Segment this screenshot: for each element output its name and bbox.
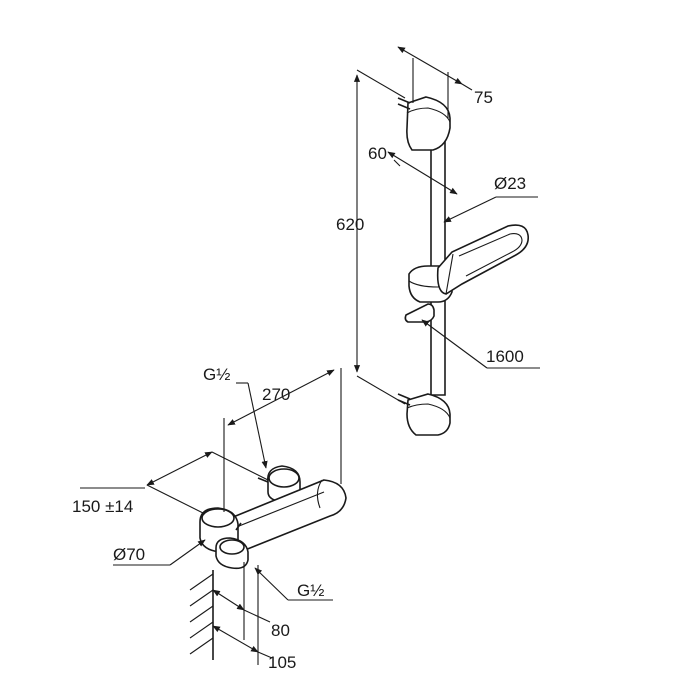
rail-dimensions: 75 60 Ø23 620 1600 (336, 46, 540, 405)
dim-270-line (227, 369, 335, 426)
dim-g12-top-label: G½ (203, 365, 230, 384)
dim-80-line (212, 589, 245, 611)
rail-top-screw (397, 97, 411, 104)
dim-75-label: 75 (474, 88, 493, 107)
dim-75-line (397, 46, 463, 85)
dim-d23-label: Ø23 (494, 174, 526, 193)
dim-g12-bottom-label: G½ (297, 581, 324, 600)
hand-shower (436, 224, 530, 295)
rail-bottom-bracket (406, 393, 451, 436)
dim-g12-bottom-leader (254, 567, 289, 601)
dim-105-label: 105 (268, 653, 296, 672)
dim-d70-label: Ø70 (113, 545, 145, 564)
outlet-nut (235, 522, 242, 531)
hand-shower-face (458, 233, 523, 277)
shower-rail (397, 96, 530, 436)
thermostat-mixer (199, 465, 347, 570)
rail-bottom-bracket-edge (406, 403, 451, 419)
escutcheon-left-face (201, 508, 235, 528)
inlet-connector-top-nut (257, 477, 269, 483)
dim-1600-label: 1600 (486, 347, 524, 366)
dim-60-line (387, 151, 458, 195)
dim-d23-leader (443, 196, 497, 223)
dim-620-label: 620 (336, 215, 364, 234)
rail-top-bracket (406, 96, 451, 151)
dim-105-line (212, 625, 259, 653)
dim-80-label: 80 (271, 621, 290, 640)
rail-top-bracket-edge (406, 107, 451, 123)
rail-bottom-screw (397, 393, 411, 400)
dim-270-label: 270 (262, 385, 290, 404)
dim-1600-leader (421, 319, 488, 369)
mixer-dimensions: G½ 270 150 ±14 Ø70 G½ 80 105 (72, 365, 342, 672)
dim-150-label: 150 ±14 (72, 497, 133, 516)
hand-shower-handle-line (445, 253, 454, 295)
dim-d70-leader (169, 539, 206, 566)
mixer-body-cap (316, 479, 323, 509)
outlet-connector-face (219, 539, 245, 555)
inlet-connector-top-face (268, 468, 300, 488)
rail-top-screw-2 (397, 103, 411, 110)
dim-150-line (146, 451, 213, 486)
wall (189, 570, 214, 660)
dim-60-label: 60 (368, 144, 387, 163)
slider-knob (404, 303, 435, 323)
